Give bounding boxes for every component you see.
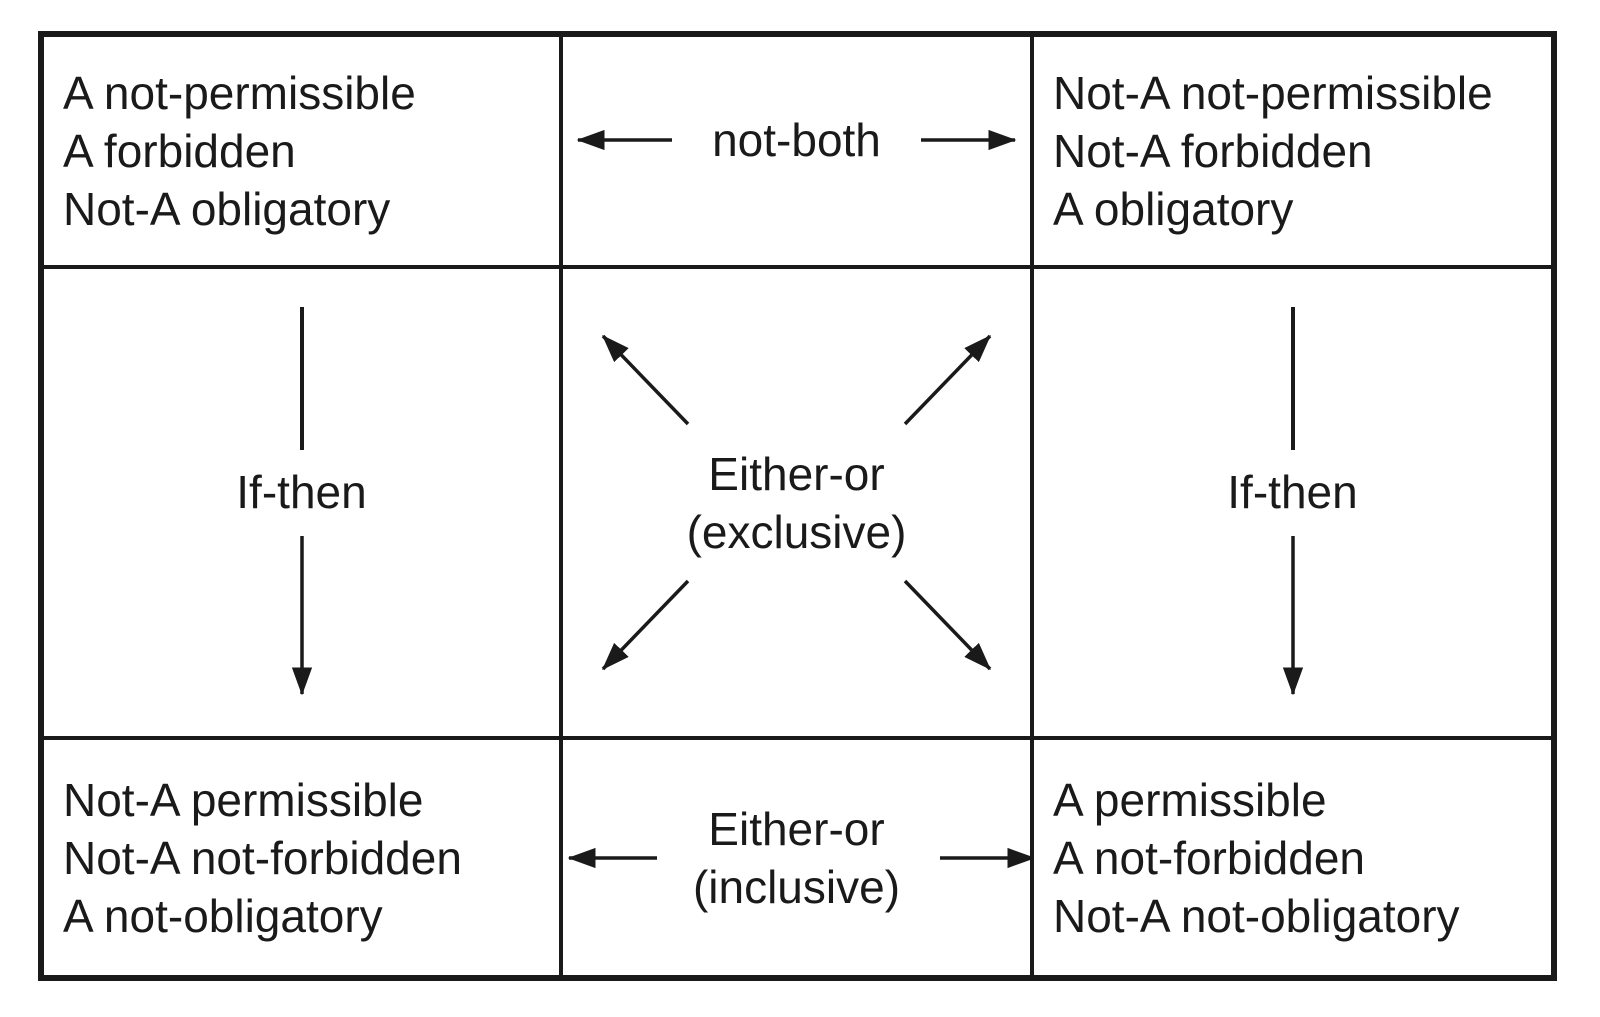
arrow-left-icon [567,847,657,868]
statement-line: Not-A not-forbidden [63,831,462,884]
cell-bottom-left: Not-A permissible Not-A not-forbidden A … [44,740,563,975]
statement-line: A not-permissible [63,67,416,119]
relation-label-line: Either-or [708,447,885,500]
relation-label-either-or-exclusive: Either-or (exclusive) [687,445,907,561]
statement-line: Not-A not-obligatory [1053,889,1460,942]
relation-label-not-both: not-both [712,114,881,166]
statement-line: A forbidden [63,125,296,177]
relation-label-line: Either-or [708,802,885,855]
vertical-line [299,307,304,450]
relation-label-either-or-inclusive: Either-or (inclusive) [693,800,900,916]
cell-top-left: A not-permissible A forbidden Not-A obli… [44,37,563,269]
statement-line: A not-obligatory [63,889,383,942]
relation-label-line: (exclusive) [686,505,907,558]
statement-line: Not-A not-permissible [1053,67,1493,119]
cell-relation-if-then-right: If-then [1034,269,1551,740]
cell-relation-not-both: not-both [563,37,1034,269]
relation-label-if-then: If-then [236,466,367,518]
cell-relation-either-or-exclusive: Either-or (exclusive) [563,269,1034,740]
arrow-down-icon [1282,536,1303,696]
arrow-down-icon [291,536,312,696]
relation-label-line: (inclusive) [692,860,901,913]
vertical-line [1290,307,1295,450]
statement-line: Not-A permissible [63,773,424,826]
arrow-right-icon [920,129,1017,151]
cell-bottom-right: A permissible A not-forbidden Not-A not-… [1034,740,1551,975]
arrow-right-icon [940,847,1030,868]
statement-line: Not-A forbidden [1053,125,1373,177]
cell-relation-either-or-inclusive: Either-or (inclusive) [563,740,1034,975]
statement-line: Not-A obligatory [63,183,391,235]
diagonal-arrows-icon [601,334,992,671]
statement-line: A not-forbidden [1053,831,1366,884]
statement-line: A obligatory [1053,183,1294,235]
deontic-opposition-table: A not-permissible A forbidden Not-A obli… [38,31,1557,981]
relation-label-if-then: If-then [1227,466,1358,518]
arrow-left-icon [576,129,673,151]
statement-line: A permissible [1053,773,1327,826]
cell-top-right: Not-A not-permissible Not-A forbidden A … [1034,37,1551,269]
cell-relation-if-then-left: If-then [44,269,563,740]
